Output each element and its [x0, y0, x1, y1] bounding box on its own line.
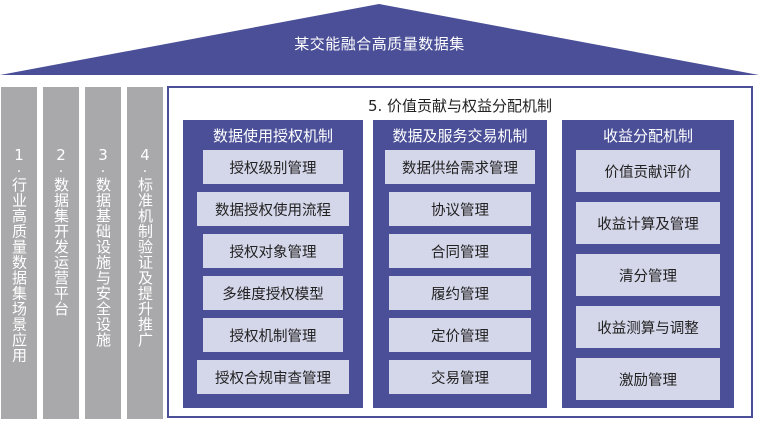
pillar-3: 3 . 数据基础设施与安全设施 — [85, 87, 121, 419]
pillar-1-number: 1 — [14, 146, 24, 164]
pillar-2-text: 数据集开发运营平台 — [52, 177, 70, 317]
mechanism-item: 激励管理 — [576, 358, 720, 400]
pillar-2-number: 2 — [56, 146, 66, 164]
roof-title: 某交能融合高质量数据集 — [294, 35, 465, 53]
mechanism-item: 履约管理 — [389, 276, 531, 310]
mechanism-item: 授权合规审查管理 — [197, 360, 349, 394]
mechanism-item: 清分管理 — [576, 254, 720, 296]
roof-shape — [0, 4, 759, 75]
pillar-3-number: 3 — [98, 146, 108, 164]
pillar-4: 4 . 标准机制验证及提升推广 — [127, 87, 163, 419]
pillar-1-dot: . — [16, 160, 22, 176]
column-title: 数据使用授权机制 — [212, 127, 333, 145]
pillar-4-number: 4 — [140, 146, 150, 164]
column-title: 数据及服务交易机制 — [392, 127, 528, 145]
pillar-4-text: 标准机制验证及提升推广 — [136, 177, 154, 348]
mechanism-item: 授权对象管理 — [203, 234, 343, 268]
mechanism-item: 定价管理 — [389, 318, 531, 352]
pillar-3-text: 数据基础设施与安全设施 — [94, 177, 112, 348]
mechanism-item: 交易管理 — [389, 360, 531, 394]
pillar-1: 1 . 行业高质量数据集场景应用 — [1, 87, 37, 419]
column-title: 收益分配机制 — [602, 127, 693, 145]
column-trading: 数据及服务交易机制 数据供给需求管理 协议管理 合同管理 履约管理 定价管理 交… — [373, 120, 547, 408]
mechanism-panel-title: 5. 价值贡献与权益分配机制 — [367, 97, 553, 115]
mechanism-item: 多维度授权模型 — [203, 276, 343, 310]
mechanism-item: 价值贡献评价 — [576, 150, 720, 192]
mechanism-item: 数据供给需求管理 — [385, 150, 535, 184]
mechanism-panel: 5. 价值贡献与权益分配机制 数据使用授权机制 授权级别管理 数据授权使用流程 … — [167, 86, 753, 418]
mechanism-item: 授权级别管理 — [203, 150, 343, 184]
pillar-4-dot: . — [142, 160, 148, 176]
pillar-1-text: 行业高质量数据集场景应用 — [10, 177, 28, 363]
mechanism-item: 授权机制管理 — [203, 318, 343, 352]
mechanism-item: 收益测算与调整 — [576, 306, 720, 348]
mechanism-item: 合同管理 — [389, 234, 531, 268]
mechanism-item: 收益计算及管理 — [576, 202, 720, 244]
pillar-3-dot: . — [100, 160, 106, 176]
column-authorization: 数据使用授权机制 授权级别管理 数据授权使用流程 授权对象管理 多维度授权模型 … — [183, 120, 363, 408]
mechanism-item: 协议管理 — [389, 192, 531, 226]
column-revenue: 收益分配机制 价值贡献评价 收益计算及管理 清分管理 收益测算与调整 激励管理 — [562, 120, 734, 408]
mechanism-item: 数据授权使用流程 — [197, 192, 349, 226]
pillar-2-dot: . — [58, 160, 64, 176]
roof — [0, 4, 759, 75]
pillar-2: 2 . 数据集开发运营平台 — [43, 87, 79, 419]
